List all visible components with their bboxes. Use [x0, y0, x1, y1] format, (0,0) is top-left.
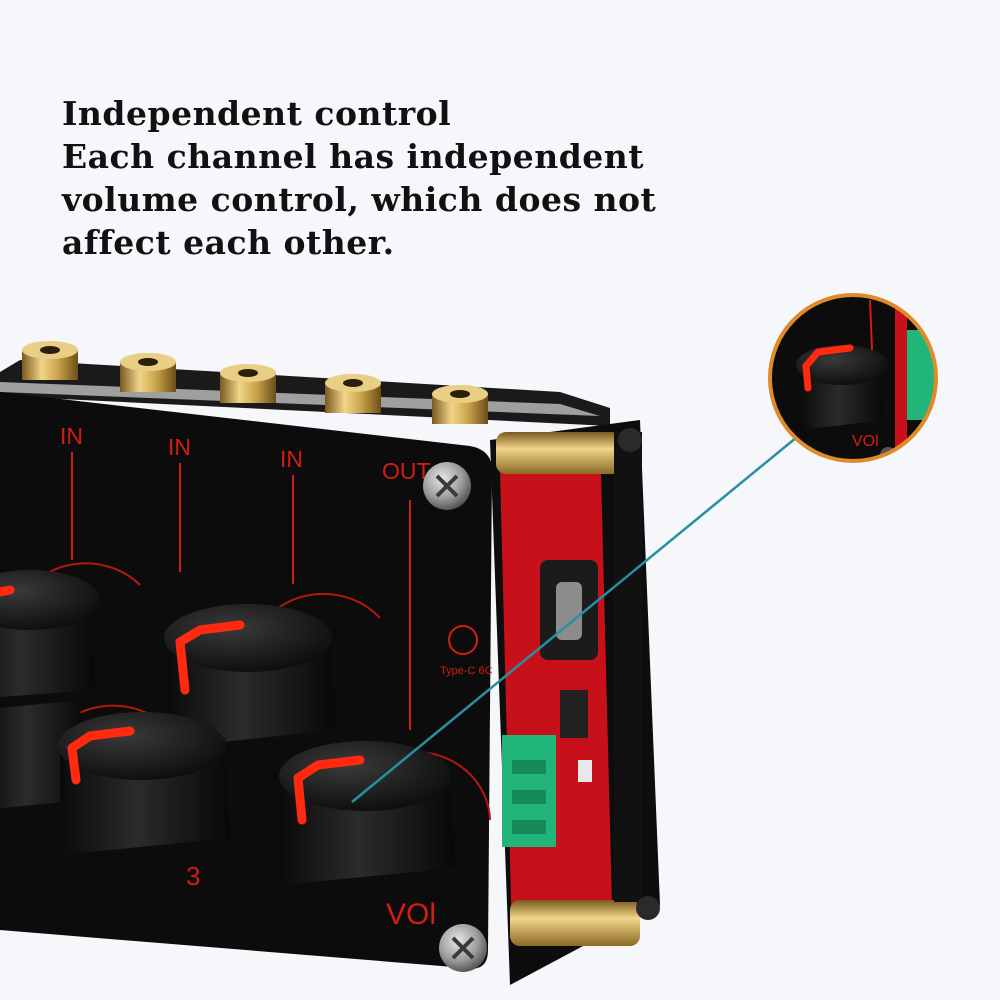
- rca-jack: [120, 353, 176, 392]
- zoom-volume-label: VOl: [852, 433, 879, 450]
- volume-knob[interactable]: [0, 570, 100, 700]
- volume-knob[interactable]: [58, 712, 230, 855]
- channel-label: IN: [280, 446, 303, 472]
- rca-jacks: [0, 341, 610, 426]
- volume-label: VOl: [386, 898, 436, 931]
- callout-line: [351, 436, 798, 803]
- volume-knob[interactable]: [164, 604, 335, 748]
- screw: [439, 924, 487, 972]
- zoom-callout: VOl: [768, 293, 938, 463]
- headline-line-3: affect each other.: [62, 223, 395, 262]
- screw: [423, 462, 471, 510]
- headline-line-2: volume control, which does not: [62, 180, 657, 219]
- volume-knob[interactable]: [279, 741, 455, 885]
- port-label: Type-C 6C: [440, 665, 493, 677]
- type-c-icon: [448, 625, 478, 655]
- headline-line-1: Each channel has independent: [62, 137, 644, 176]
- zoom-ring: [768, 293, 938, 463]
- channel-label: IN: [60, 423, 83, 449]
- rca-jack: [220, 364, 276, 403]
- rca-jack: [22, 341, 78, 380]
- channel-label: OUT: [382, 458, 431, 484]
- rca-jack: [432, 385, 488, 424]
- channel-number: 3: [186, 861, 200, 891]
- headline: Independent control Each channel has ind…: [62, 92, 762, 264]
- channel-label: IN: [168, 434, 191, 460]
- rca-jack: [325, 374, 381, 413]
- side-pcb: [490, 420, 660, 985]
- panel-labels: IN IN IN OUT 3 VOl Type-C 6C: [60, 423, 493, 931]
- headline-title: Independent control: [62, 94, 452, 133]
